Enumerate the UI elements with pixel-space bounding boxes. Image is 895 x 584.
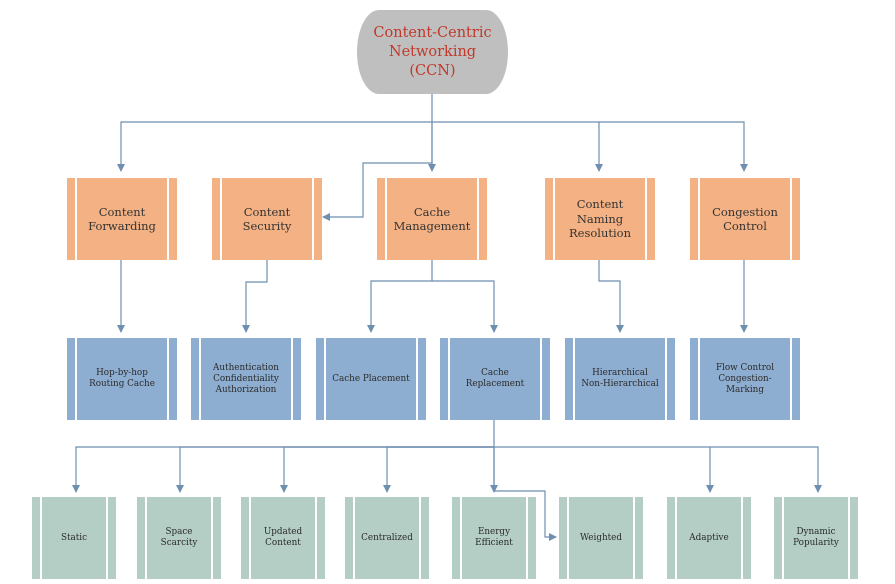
policy-label: Energy Efficient [475, 527, 513, 548]
policy-energy-efficient: Energy Efficient [452, 497, 536, 579]
category-label: Content Forwarding [88, 204, 156, 234]
technique-hop-by-hop-routing-cache: Hop-by-hop Routing Cache [67, 338, 177, 420]
policy-static: Static [32, 497, 116, 579]
policy-updated-content: Updated Content [241, 497, 325, 579]
category-label: Content Security [242, 204, 292, 234]
technique-hierarchical-non-hierarchical: Hierarchical Non-Hierarchical [565, 338, 675, 420]
root-node-ccn: Content-Centric Networking (CCN) [357, 10, 508, 94]
category-content-security: Content Security [212, 178, 322, 260]
edge-repl-static [72, 419, 495, 493]
policy-space-scarcity: Space Scarcity [137, 497, 221, 579]
policy-label: Updated Content [263, 527, 303, 548]
technique-authentication-confidentiality-authorization: Authentication Confidentiality Authoriza… [191, 338, 301, 420]
edge-naming-hier [598, 260, 624, 333]
policy-label: Weighted [579, 532, 622, 543]
policy-label: Centralized [361, 532, 413, 543]
technique-label: Cache Replacement [465, 368, 525, 389]
edge-repl-dynamic [710, 446, 822, 493]
policy-centralized: Centralized [345, 497, 429, 579]
root-label: Content-Centric Networking (CCN) [373, 24, 492, 79]
category-label: Content Naming Resolution [568, 197, 631, 241]
technique-label: Hierarchical Non-Hierarchical [581, 368, 659, 389]
technique-label: Cache Placement [332, 373, 410, 384]
category-content-forwarding: Content Forwarding [67, 178, 177, 260]
technique-cache-replacement: Cache Replacement [440, 338, 550, 420]
policy-weighted: Weighted [559, 497, 643, 579]
edge-security-auth [242, 260, 268, 333]
technique-flow-control-congestion-marking: Flow Control Congestion- Marking [690, 338, 800, 420]
category-congestion-control: Congestion Control [690, 178, 800, 260]
category-cache-management: Cache Management [377, 178, 487, 260]
edge-root-naming [432, 121, 603, 172]
edge-repl-updated [280, 446, 494, 493]
edge-root-congestion [599, 121, 748, 172]
policy-dynamic-popularity: Dynamic Popularity [774, 497, 858, 579]
edge-repl-space [176, 446, 494, 493]
category-content-naming-resolution: Content Naming Resolution [545, 178, 655, 260]
edge-root-forwarding [117, 94, 433, 172]
policy-label: Adaptive [689, 532, 729, 543]
edge-repl-weighted [493, 447, 557, 541]
technique-label: Flow Control Congestion- Marking [715, 362, 775, 395]
policy-label: Dynamic Popularity [793, 527, 839, 548]
technique-label: Hop-by-hop Routing Cache [89, 368, 155, 389]
technique-cache-placement: Cache Placement [316, 338, 426, 420]
category-label: Cache Management [393, 204, 471, 234]
edge-cache-placement [367, 260, 433, 333]
policy-adaptive: Adaptive [667, 497, 751, 579]
policy-label: Static [60, 532, 88, 543]
technique-label: Authentication Confidentiality Authoriza… [213, 362, 279, 395]
policy-label: Space Scarcity [160, 527, 198, 548]
edge-repl-adaptive [494, 446, 714, 493]
edge-cache-replacement [432, 280, 498, 333]
edge-repl-centralized [383, 446, 494, 493]
category-label: Congestion Control [712, 204, 778, 234]
